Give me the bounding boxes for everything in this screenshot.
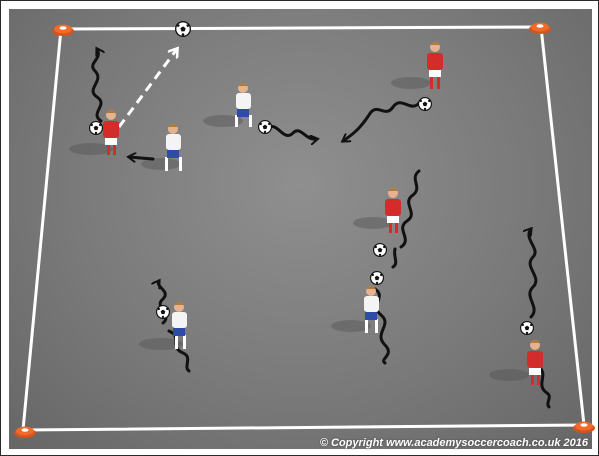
player-shadows — [69, 77, 529, 381]
ball-4 — [373, 243, 387, 257]
cone-bottom-left — [14, 426, 36, 438]
ball-1 — [89, 121, 103, 135]
copyright-text: © Copyright www.academysoccercoach.co.uk… — [319, 437, 588, 449]
dribble-path-4b — [391, 247, 398, 269]
dribble-path-7 — [529, 229, 538, 319]
player-white-1 — [165, 124, 182, 171]
player-red-4 — [527, 340, 543, 385]
ball-7 — [520, 321, 534, 335]
player-red-1 — [103, 110, 119, 155]
dribble-path-2 — [265, 125, 317, 140]
cone-top-left — [52, 24, 74, 36]
player-white-2 — [235, 83, 252, 127]
player-red-3 — [385, 188, 401, 233]
dribble-path-3 — [343, 101, 421, 141]
dribble-paths — [91, 49, 551, 409]
pitch-area — [9, 9, 592, 449]
player-red-2 — [427, 42, 443, 89]
ball-2 — [258, 120, 272, 134]
cone-top-right — [529, 22, 551, 34]
dribble-path-7b — [537, 365, 551, 409]
player-white-4 — [364, 286, 379, 333]
ball-5 — [370, 271, 384, 285]
player-white-3 — [172, 302, 187, 349]
short-arrow-left — [129, 157, 155, 159]
dribble-path-1 — [91, 49, 101, 123]
ball-6 — [156, 305, 170, 319]
pass-arrow — [117, 49, 177, 128]
dribble-path-4 — [399, 169, 421, 249]
cone-bottom-right — [573, 421, 595, 433]
pitch-boundary — [21, 25, 586, 432]
ball-3 — [418, 97, 432, 111]
ball-top — [175, 21, 191, 37]
